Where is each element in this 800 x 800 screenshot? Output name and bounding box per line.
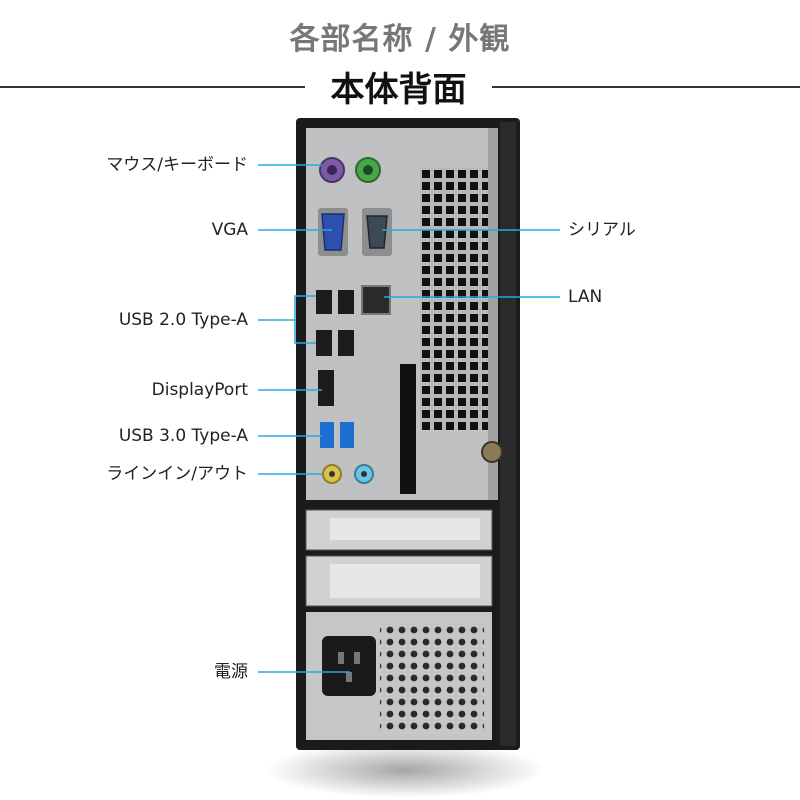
vga-port — [321, 213, 345, 251]
label-mouse-keyboard: マウス/キーボード — [106, 155, 248, 175]
label-line-in-out: ラインイン/アウト — [106, 464, 248, 484]
leader-usb2-bracket — [294, 295, 316, 344]
usb3-port-1 — [320, 422, 334, 448]
usb2-port-1 — [316, 290, 332, 314]
usb2-port-2 — [338, 290, 354, 314]
label-usb3: USB 3.0 Type-A — [118, 426, 248, 446]
page-subtitle: 本体背面 — [330, 70, 467, 110]
leader-lines — [258, 164, 560, 673]
usb2-port-4 — [338, 330, 354, 356]
divider-left — [0, 86, 305, 88]
displayport-port — [318, 370, 334, 406]
lock-screw — [481, 441, 503, 463]
usb2-port-3 — [316, 330, 332, 356]
serial-label-sticker — [400, 364, 416, 494]
lan-port — [361, 285, 391, 315]
psu-vent — [380, 624, 484, 732]
divider-right — [492, 86, 800, 88]
usb3-port-2 — [340, 422, 354, 448]
subtitle-banner: 本体背面 — [0, 62, 800, 112]
floor-shadow — [265, 742, 545, 798]
label-vga: VGA — [211, 220, 248, 240]
label-power: 電源 — [214, 662, 248, 682]
chassis-side-edge — [500, 122, 516, 746]
label-serial: シリアル — [568, 220, 636, 240]
power-inlet — [322, 636, 376, 696]
label-usb2: USB 2.0 Type-A — [118, 310, 248, 330]
vent-grille — [420, 168, 488, 430]
side-bar — [488, 128, 498, 500]
label-lan: LAN — [568, 287, 603, 307]
serial-port — [366, 215, 388, 249]
page-title: 各部名称 / 外観 — [289, 22, 511, 57]
label-displayport: DisplayPort — [151, 380, 248, 400]
